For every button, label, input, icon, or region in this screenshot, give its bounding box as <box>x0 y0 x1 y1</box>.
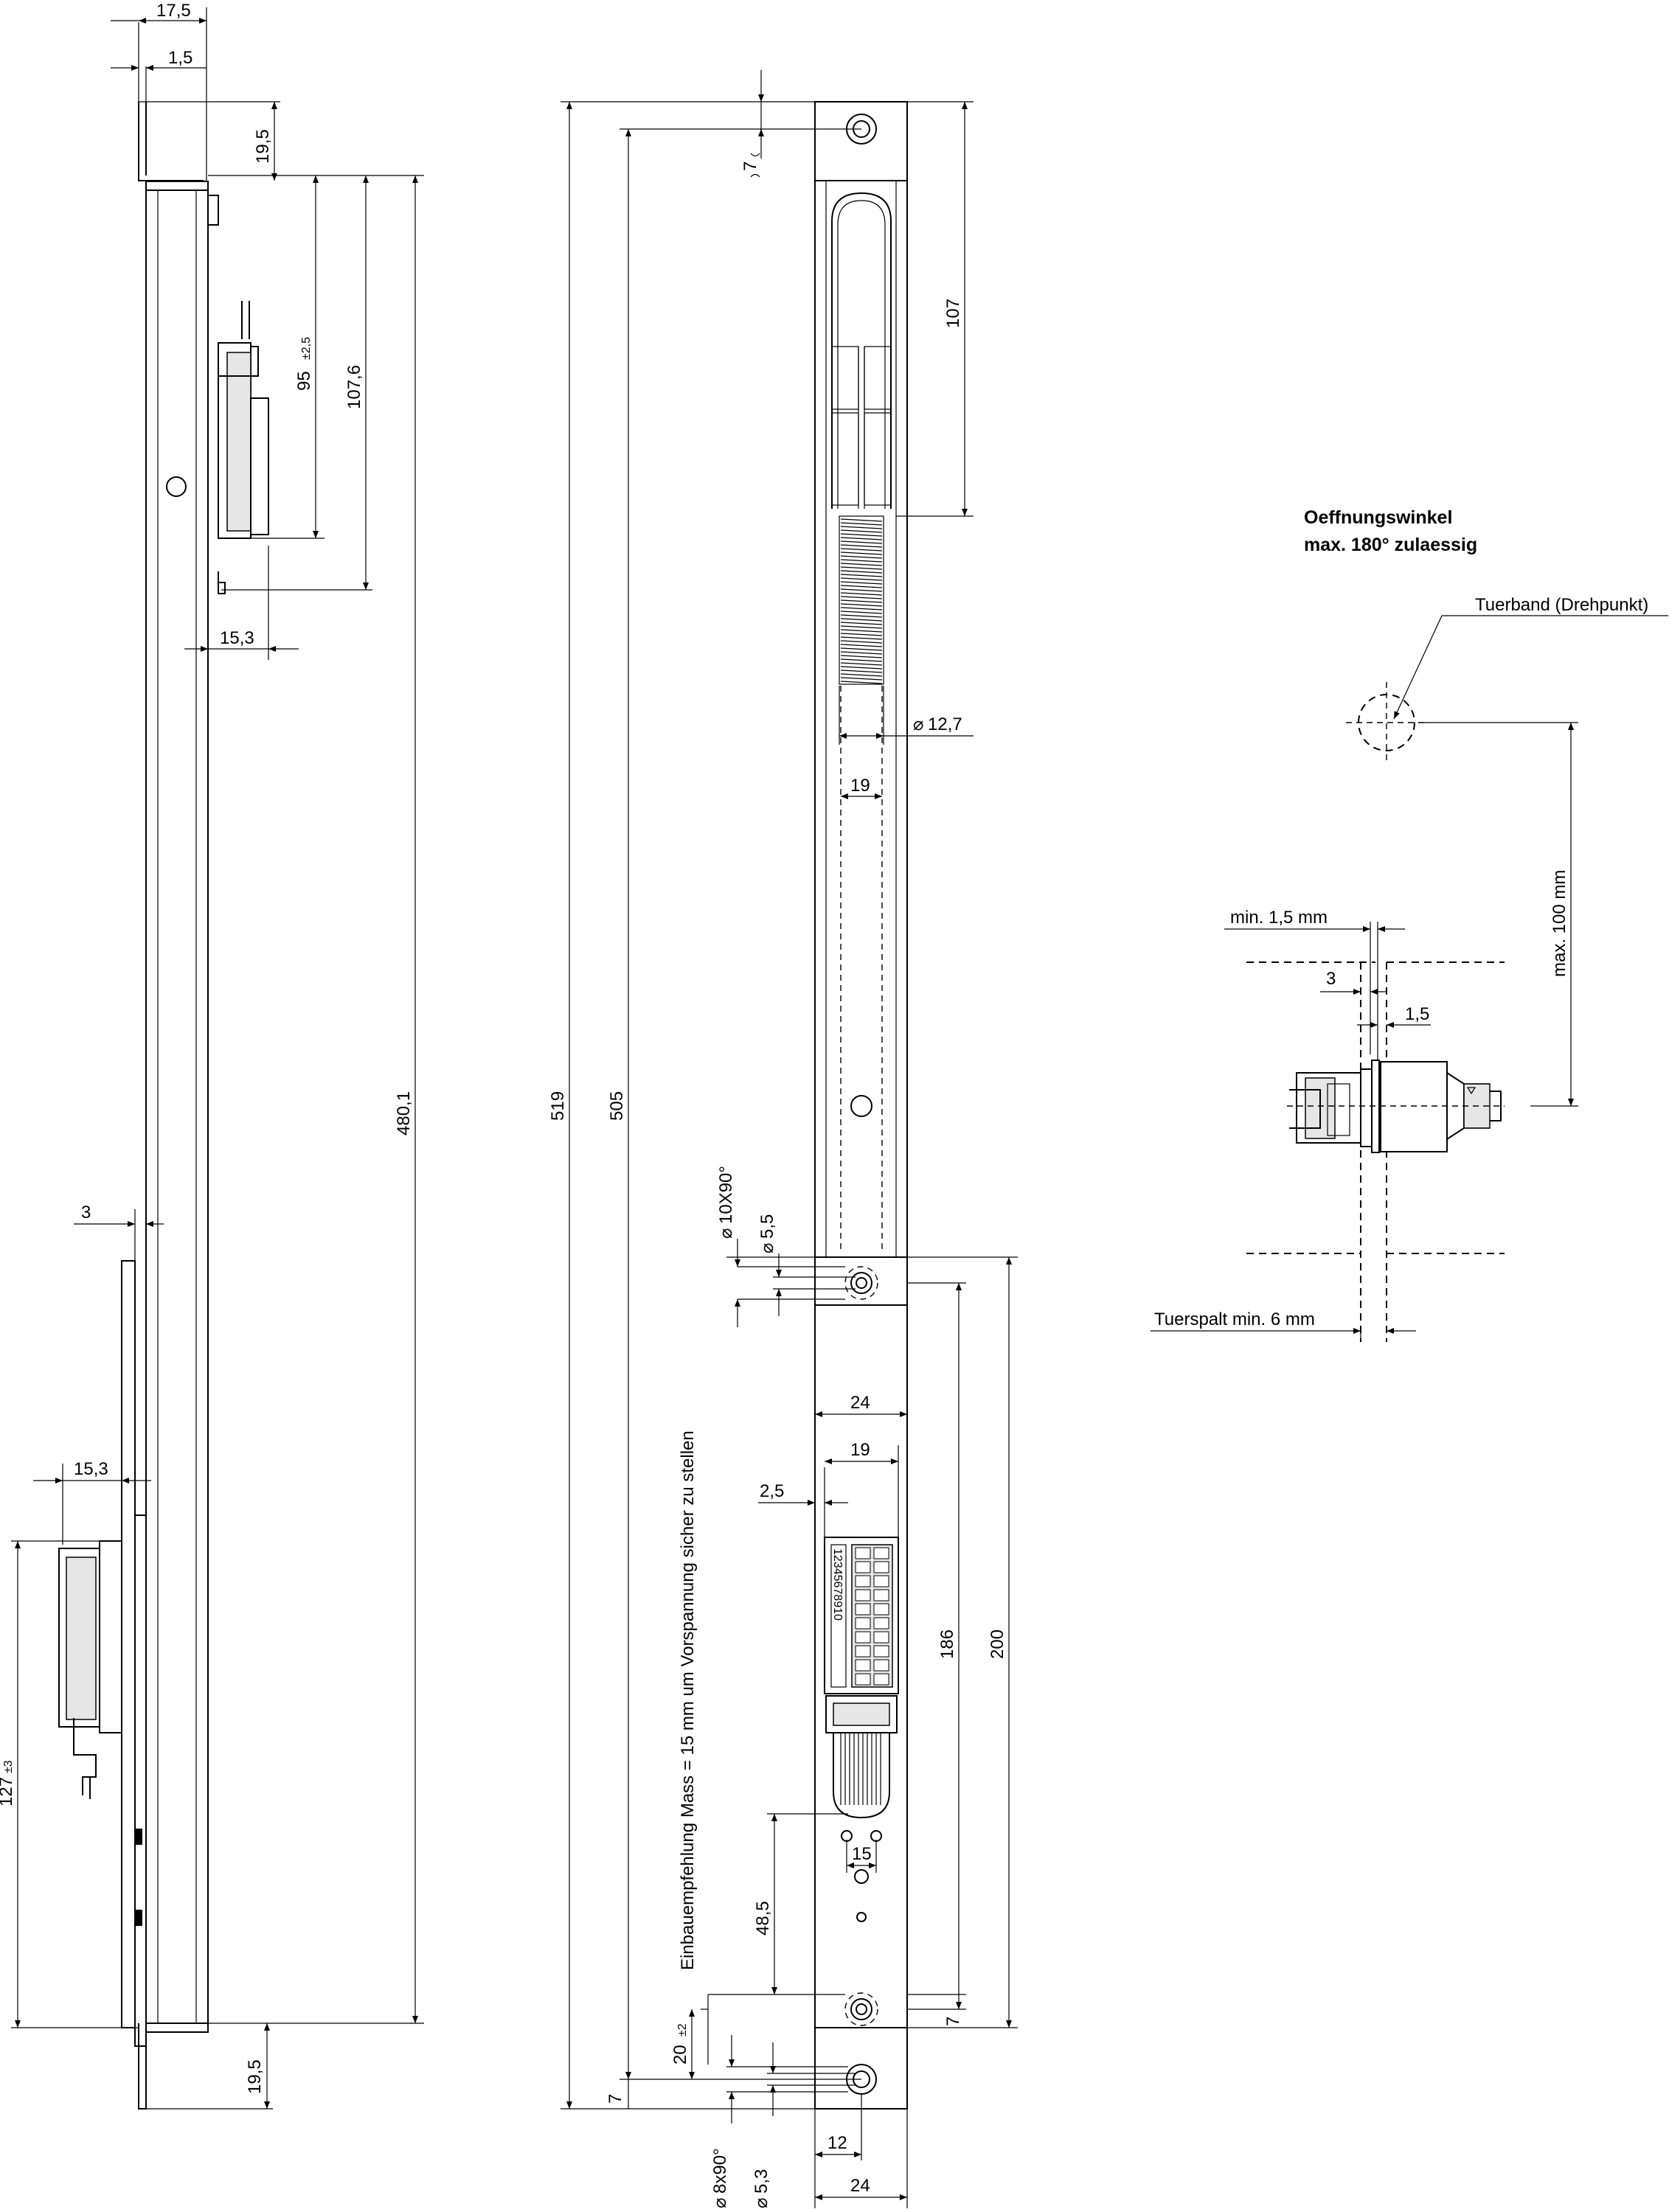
terminal-contact <box>855 1547 871 1559</box>
dim-front-d12-7-symbol: ⌀ <box>913 714 923 734</box>
terminal-contact <box>855 1673 871 1686</box>
dim-side-15-3-bottom: 15,3 <box>74 1459 108 1479</box>
dim-front-519: 519 <box>548 1091 568 1121</box>
terminal-numbers: 12345678910 <box>831 1548 844 1621</box>
dim-side-107-6: 107,6 <box>344 365 364 409</box>
dim-front-107: 107 <box>943 299 963 328</box>
dim-side-95: 95 <box>294 371 314 391</box>
detail-view: Oeffnungswinkel max. 180° zulaessig Tuer… <box>1151 507 1668 1342</box>
side-view: 17,5 1,5 19,5 95 ±2,5 107,6 15,3 480,1 <box>0 1 424 2110</box>
terminal-contact <box>873 1659 889 1672</box>
hinge-label: Tuerband (Drehpunkt) <box>1475 595 1648 615</box>
terminal-contact <box>855 1561 871 1573</box>
dim-front-2-5: 2,5 <box>760 1481 784 1501</box>
dim-front-20-tol: ±2 <box>676 2023 689 2037</box>
front-view: 12345678910 519 505 7 <box>548 70 1018 2208</box>
dim-front-7-bottom: 7 <box>606 2094 625 2104</box>
dim-side-19-5-bottom: 19,5 <box>245 2059 265 2094</box>
terminal-contact <box>873 1561 889 1573</box>
max-distance-label: max. 100 mm <box>1550 870 1569 977</box>
terminal-contact <box>855 1617 871 1630</box>
dim-front-200: 200 <box>988 1630 1007 1659</box>
dim-front-d8x90-symbol: ⌀ <box>710 2198 730 2208</box>
terminal-contact <box>855 1603 871 1615</box>
dim-front-19-lower: 19 <box>850 1440 870 1460</box>
dim-front-48-5: 48,5 <box>753 1901 773 1935</box>
min-gap-label: min. 1,5 mm <box>1230 908 1328 928</box>
dim-front-7-mid: 7 <box>943 2017 963 2026</box>
terminal-contact <box>873 1603 889 1615</box>
dim-front-24-mid: 24 <box>850 1393 870 1413</box>
opening-angle-subtitle: max. 180° zulaessig <box>1304 535 1477 555</box>
terminal-contact <box>873 1617 889 1630</box>
terminal-contact <box>855 1589 871 1601</box>
opening-angle-title: Oeffnungswinkel <box>1304 507 1452 528</box>
dim-front-d10x90: 10X90° <box>716 1166 736 1224</box>
spring <box>839 515 884 685</box>
dim-front-20: 20 <box>670 2045 690 2065</box>
dim-front-d8x90: 8x90° <box>710 2148 730 2194</box>
terminal-contact <box>873 1575 889 1587</box>
dim-front-19-upper: 19 <box>850 776 870 796</box>
dim-side-127-tol: ±3 <box>2 1760 15 1773</box>
terminal-contact <box>855 1659 871 1672</box>
terminal-contacts <box>855 1547 889 1686</box>
dim-side-95-tol: ±2,5 <box>300 337 313 360</box>
terminal-contact <box>855 1575 871 1587</box>
dim-side-15-3-top: 15,3 <box>220 628 254 648</box>
dim-front-d10x90-symbol: ⌀ <box>716 1228 736 1239</box>
dim-front-505: 505 <box>607 1091 627 1121</box>
terminal-contact <box>873 1547 889 1559</box>
terminal-contact <box>873 1645 889 1658</box>
dim-front-186: 186 <box>937 1630 957 1659</box>
install-recommendation-note: Einbauempfehlung Mass = 15 mm um Vorspan… <box>678 1430 698 1970</box>
terminal-contact <box>873 1589 889 1601</box>
dim-side-127: 127 <box>0 1777 16 1806</box>
dim-detail-1-5: 1,5 <box>1405 1004 1429 1024</box>
dim-front-24-bottom: 24 <box>850 2176 870 2196</box>
dim-front-d5-5: 5,5 <box>757 1214 777 1239</box>
dim-side-480-1: 480,1 <box>394 1091 414 1135</box>
terminal-contact <box>873 1673 889 1686</box>
terminal-contact <box>855 1645 871 1658</box>
dim-side-3: 3 <box>81 1203 91 1222</box>
dim-front-7-top: 7 <box>740 161 760 171</box>
dim-front-d5-5-symbol: ⌀ <box>757 1243 777 1253</box>
dim-front-d5-3-symbol: ⌀ <box>752 2198 771 2208</box>
terminal-contact <box>855 1631 871 1644</box>
dim-front-d12-7: 12,7 <box>928 714 962 734</box>
dim-side-top: 19,5 <box>253 129 273 164</box>
dim-side-flange: 1,5 <box>168 48 192 68</box>
dim-front-d5-3: 5,3 <box>752 2169 771 2194</box>
dim-detail-3: 3 <box>1326 969 1336 989</box>
door-gap-label: Tuerspalt min. 6 mm <box>1154 1310 1315 1329</box>
dim-front-12: 12 <box>827 2133 847 2153</box>
terminal-contact <box>873 1631 889 1644</box>
dim-side-width: 17,5 <box>156 1 191 21</box>
dim-front-15: 15 <box>852 1844 872 1864</box>
